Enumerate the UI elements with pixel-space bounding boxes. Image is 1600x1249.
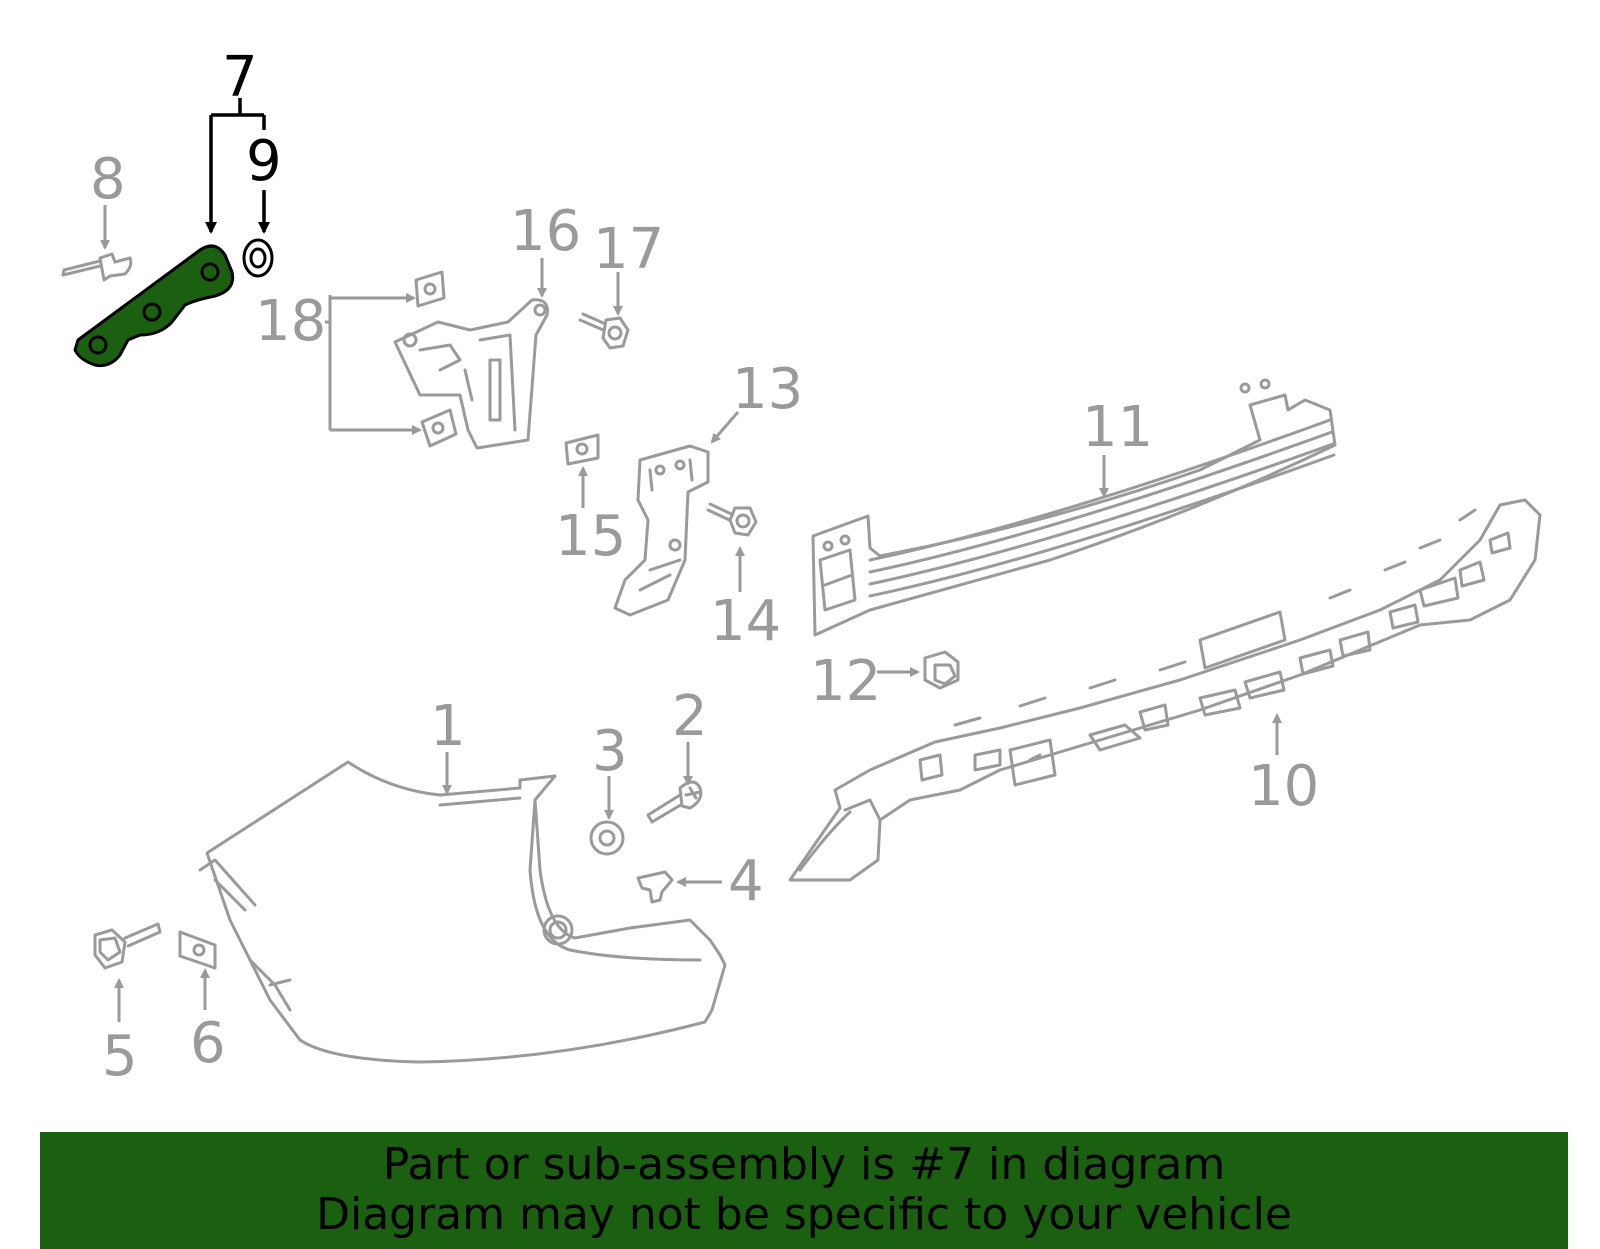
part-16-bracket[interactable] [393, 298, 549, 450]
callout-7: 7 [222, 45, 258, 110]
part-2-screw[interactable] [646, 780, 703, 824]
part-10-absorber[interactable] [788, 498, 1542, 882]
callout-17: 17 [593, 217, 664, 282]
part-15-clip[interactable] [564, 433, 600, 466]
callout-18: 18 [255, 289, 326, 354]
leader-lines [100, 98, 1282, 1022]
part-6-clip[interactable] [178, 930, 217, 970]
banner-line-2: Diagram may not be specific to your vehi… [316, 1189, 1292, 1240]
callout-10: 10 [1248, 754, 1319, 819]
part-14-bolt[interactable] [706, 502, 758, 537]
part-1-bumper-cover[interactable] [198, 760, 727, 1064]
callout-5: 5 [102, 1024, 138, 1089]
part-9-washer[interactable] [242, 238, 274, 278]
part-4-clip[interactable] [636, 870, 674, 904]
part-5-bolt[interactable] [93, 922, 162, 970]
callout-8: 8 [90, 147, 126, 212]
part-3-washer[interactable] [589, 820, 625, 856]
info-banner: Part or sub-assembly is #7 in diagram Di… [40, 1132, 1568, 1249]
part-11-reinforcement[interactable] [811, 378, 1337, 637]
part-8-bolt[interactable] [61, 252, 133, 282]
part-17-bolt[interactable] [578, 312, 630, 350]
callout-16: 16 [510, 199, 581, 264]
callout-1: 1 [430, 694, 466, 759]
callout-9: 9 [246, 129, 282, 194]
callout-6: 6 [190, 1011, 226, 1076]
part-7-bracket[interactable] [73, 244, 235, 367]
callout-3: 3 [592, 719, 628, 784]
callout-13: 13 [732, 357, 803, 422]
callout-15: 15 [555, 504, 626, 569]
callout-4: 4 [728, 849, 764, 914]
callout-14: 14 [710, 589, 781, 654]
part-13-bracket[interactable] [613, 444, 710, 617]
banner-line-1: Part or sub-assembly is #7 in diagram [382, 1139, 1226, 1190]
callout-2: 2 [672, 684, 708, 749]
part-12-nut[interactable] [923, 650, 960, 690]
callout-12: 12 [810, 649, 881, 714]
callout-11: 11 [1082, 395, 1153, 460]
callout-labels: 7 9 8 18 16 17 13 15 14 11 12 10 1 3 2 4… [90, 45, 1319, 1089]
